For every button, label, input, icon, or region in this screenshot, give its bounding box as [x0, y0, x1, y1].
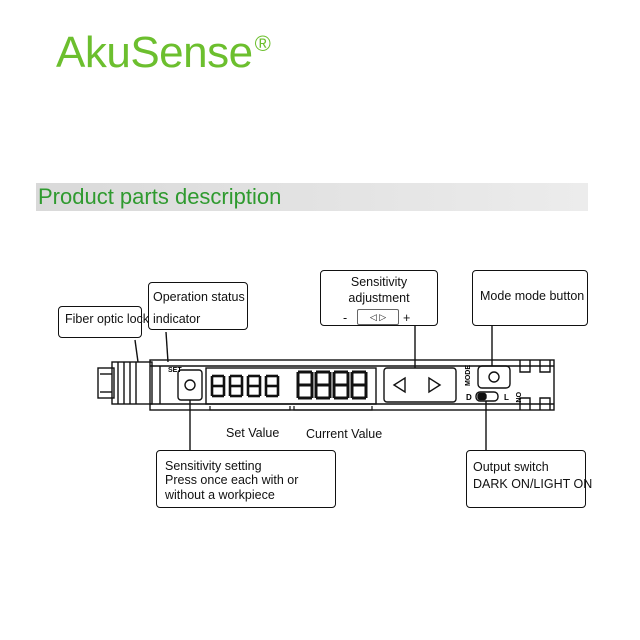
operation-status-line2: indicator [153, 311, 201, 326]
output-switch-line2: DARK ON/LIGHT ON [473, 476, 593, 491]
display-digit [246, 374, 262, 398]
plus-label: + [403, 310, 411, 325]
output-switch-line1: Output switch [473, 460, 549, 474]
brand-logo: AkuSense® [56, 28, 271, 78]
callout-sensitivity-adjustment: Sensitivity adjustment - ◁ ▷ + [320, 270, 438, 326]
fiber-lock-label: Fiber optic lock [65, 312, 150, 326]
display-digit [296, 370, 314, 400]
display-window [205, 367, 377, 405]
switch-l-label: L [504, 393, 509, 402]
mini-arrow-box: ◁ ▷ [357, 308, 399, 325]
left-arrow-icon [392, 376, 406, 394]
callout-fiber-optic-lock: Fiber optic lock [58, 306, 150, 338]
mini-right-arrow-icon: ▷ [379, 311, 387, 322]
set-label: SET [168, 367, 182, 374]
brand-name: AkuSense [56, 28, 253, 77]
output-switch [475, 391, 499, 402]
sensitivity-adjustment-line1: Sensitivity [350, 275, 408, 289]
arrow-button-box [383, 367, 457, 403]
fiber-connector [97, 361, 153, 405]
callout-output-switch: Output switch DARK ON/LIGHT ON [466, 450, 593, 508]
right-arrow-icon [428, 376, 442, 394]
sensitivity-setting-line2: Press once each with or [165, 473, 299, 488]
display-digit [350, 370, 368, 400]
mini-left-arrow-icon: ◁ [369, 311, 377, 322]
registered-mark: ® [254, 31, 271, 57]
status-indicator-led [184, 379, 196, 391]
callout-sensitivity-setting: Sensitivity setting Press once each with… [156, 450, 336, 508]
on-label: ON [514, 392, 521, 403]
callout-mode-button: Mode mode button [472, 270, 588, 326]
minus-label: - [343, 310, 348, 325]
set-button [177, 369, 203, 401]
section-title: Product parts description [38, 184, 282, 209]
callout-operation-status: Operation status indicator [148, 282, 248, 330]
mode-button-label: Mode mode button [480, 289, 585, 303]
display-digit [332, 370, 350, 400]
operation-status-line1: Operation status [153, 290, 245, 304]
set-value-label: Set Value [226, 426, 280, 440]
display-digit [264, 374, 280, 398]
set-value-bracket [209, 406, 291, 411]
current-value-bracket [293, 406, 373, 411]
mode-label: MODE [465, 365, 472, 386]
switch-d-label: D [466, 393, 472, 402]
sensitivity-adjustment-line2: adjustment [348, 291, 410, 306]
sensitivity-setting-line1: Sensitivity setting [165, 459, 262, 473]
display-digit [314, 370, 332, 400]
current-value-label: Current Value [306, 427, 383, 441]
section-header-bar [36, 183, 588, 211]
sensitivity-setting-line3: without a workpiece [165, 487, 275, 502]
display-digit [210, 374, 226, 398]
display-digit [228, 374, 244, 398]
mode-button [477, 365, 511, 389]
